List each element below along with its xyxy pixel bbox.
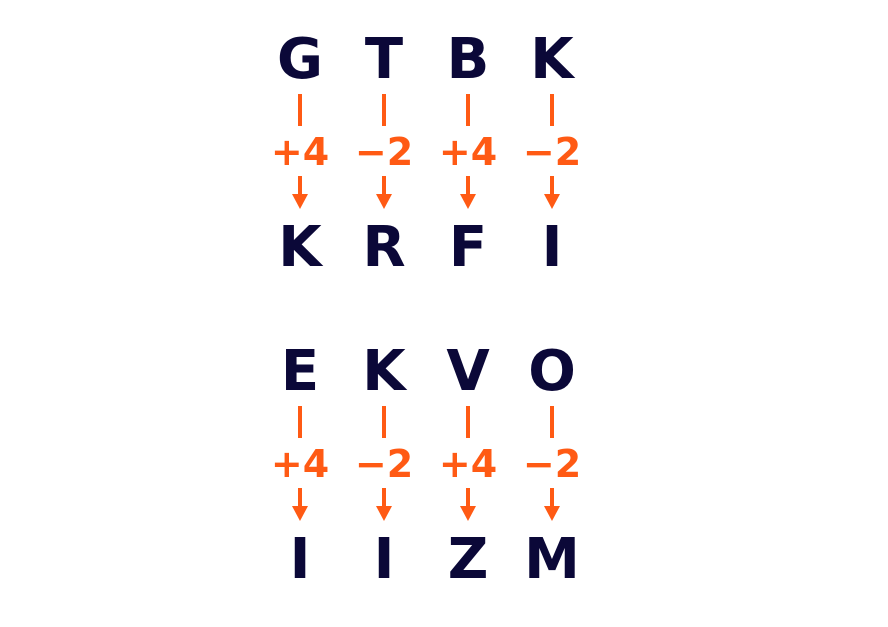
- arrow-shaft: [466, 488, 470, 508]
- source-letter: T: [364, 27, 404, 92]
- result-letter: K: [278, 215, 322, 280]
- shift-label: −2: [522, 130, 582, 174]
- arrow-down-icon: [544, 194, 560, 209]
- connector-line: [466, 94, 470, 126]
- result-letter: I: [289, 527, 311, 592]
- arrow-down-icon: [376, 506, 392, 521]
- arrow-shaft: [382, 488, 386, 508]
- arrow-shaft: [550, 176, 554, 196]
- shift-label: −2: [522, 442, 582, 486]
- source-letter: V: [446, 339, 490, 404]
- source-letter: K: [530, 27, 574, 92]
- shift-label: +4: [270, 130, 330, 174]
- arrow-down-icon: [460, 194, 476, 209]
- connector-line: [382, 94, 386, 126]
- result-letter: R: [362, 215, 406, 280]
- arrow-shaft: [382, 176, 386, 196]
- connector-line: [550, 406, 554, 438]
- result-letter: F: [448, 215, 488, 280]
- connector-line: [382, 406, 386, 438]
- arrow-down-icon: [460, 506, 476, 521]
- arrow-shaft: [550, 488, 554, 508]
- source-letter: B: [446, 27, 490, 92]
- arrow-shaft: [298, 176, 302, 196]
- source-letter: E: [280, 339, 320, 404]
- result-letter: Z: [447, 527, 489, 592]
- connector-line: [550, 94, 554, 126]
- source-letter: G: [277, 27, 323, 92]
- result-letter: M: [524, 527, 580, 592]
- result-letter: I: [373, 527, 395, 592]
- arrow-down-icon: [292, 506, 308, 521]
- result-letter: I: [541, 215, 563, 280]
- source-letter: O: [528, 339, 576, 404]
- connector-line: [298, 94, 302, 126]
- shift-label: +4: [438, 442, 498, 486]
- arrow-shaft: [298, 488, 302, 508]
- shift-label: −2: [354, 442, 414, 486]
- shift-label: +4: [438, 130, 498, 174]
- connector-line: [298, 406, 302, 438]
- arrow-down-icon: [544, 506, 560, 521]
- connector-line: [466, 406, 470, 438]
- arrow-down-icon: [376, 194, 392, 209]
- arrow-shaft: [466, 176, 470, 196]
- shift-label: −2: [354, 130, 414, 174]
- arrow-down-icon: [292, 194, 308, 209]
- shift-label: +4: [270, 442, 330, 486]
- source-letter: K: [362, 339, 406, 404]
